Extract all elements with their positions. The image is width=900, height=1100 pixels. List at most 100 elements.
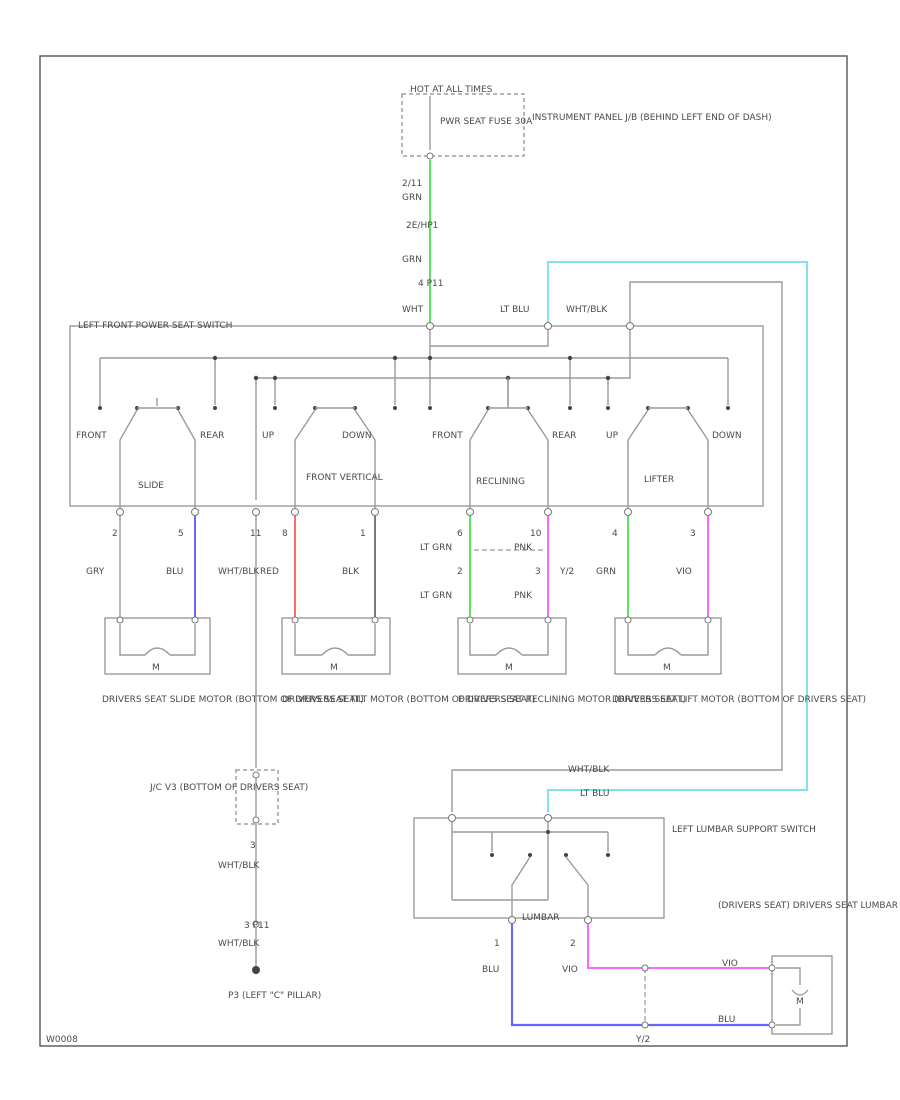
lifter-right-dir: DOWN	[712, 431, 742, 441]
slide-motor: M DRIVERS SEAT SLIDE MOTOR (BOTTOM OF DR…	[102, 616, 364, 705]
diagram-border	[39, 55, 848, 1047]
reclining-motor-symbol: M	[505, 663, 513, 673]
lift-motor-symbol: M	[663, 663, 671, 673]
junction-label: J/C V3 (BOTTOM OF DRIVERS SEAT)	[149, 783, 308, 793]
slide-switch-section: FRONT REAR SLIDE	[76, 398, 224, 510]
front-vertical-name: FRONT VERTICAL	[306, 473, 383, 483]
tilt-pin-2: 1	[360, 529, 366, 539]
ground-color-2: WHT/BLK	[218, 939, 260, 949]
reclining-motor: M DRIVERS SEAT RECLINING MOTOR (DRIVERS …	[457, 616, 686, 705]
lumbar-top-label-2: LT BLU	[580, 789, 609, 799]
front-vertical-left-dir: UP	[262, 431, 275, 441]
ground-pin: 3	[250, 841, 256, 851]
lifter-switch-section: UP DOWN LIFTER	[606, 406, 742, 510]
reclining-left-dir: FRONT	[432, 431, 463, 441]
slide-left-dir: FRONT	[76, 431, 107, 441]
lift-pin-2: 3	[690, 529, 696, 539]
slide-pin-2: 5	[178, 529, 184, 539]
front-vertical-switch-section: UP DOWN FRONT VERTICAL	[262, 406, 397, 510]
feed-pin-bottom: 4 P11	[418, 279, 443, 289]
lift-pin-1: 4	[612, 529, 618, 539]
tilt-motor: M DRIVERS SEAT TILT MOTOR (BOTTOM OF DRI…	[281, 616, 535, 705]
ground-point-label: P3 (LEFT "C" PILLAR)	[228, 991, 321, 1001]
slide-right-dir: REAR	[200, 431, 224, 441]
rec-pin-bottom-1: 2	[457, 567, 463, 577]
lumbar-switch-box	[413, 817, 665, 919]
lumbar-center-label: LUMBAR	[522, 913, 560, 923]
reclining-name: RECLINING	[476, 477, 525, 487]
tilt-color-2: BLK	[342, 567, 360, 577]
fuse-hot-label: HOT AT ALL TIMES	[410, 85, 493, 95]
main-input-label-3: WHT/BLK	[566, 305, 608, 315]
lumbar-switch: WHT/BLK LT BLU LEFT LUMBAR SUPPORT SWITC…	[413, 765, 816, 924]
feed-color-bottom: GRN	[402, 255, 422, 265]
rec-connector: Y/2	[559, 567, 574, 577]
lumbar-motor-box	[771, 955, 833, 1035]
fuse-location-label: INSTRUMENT PANEL J/B (BEHIND LEFT END OF…	[532, 113, 772, 123]
lt-blu-wire	[547, 261, 808, 812]
slide-name: SLIDE	[138, 481, 164, 491]
lifter-name: LIFTER	[644, 475, 674, 485]
front-vertical-right-dir: DOWN	[342, 431, 372, 441]
ground-color-1: WHT/BLK	[218, 861, 260, 871]
lumbar-blu-wire	[510, 924, 772, 1027]
tilt-motor-label: DRIVERS SEAT TILT MOTOR (BOTTOM OF DRIVE…	[282, 695, 535, 705]
lifter-left-dir: UP	[606, 431, 619, 441]
fuse-terminal	[426, 152, 434, 160]
ground-wire-color: WHT/BLK	[218, 567, 260, 577]
ground-wire-pin: 11	[250, 529, 261, 539]
fuse-block: HOT AT ALL TIMES PWR SEAT FUSE 30A INSTR…	[401, 85, 772, 160]
main-switch-box	[69, 325, 764, 507]
power-feed: 2/11 GRN 2E/HP1 GRN 4 P11 WHT	[402, 160, 443, 322]
seat-motors: M DRIVERS SEAT SLIDE MOTOR (BOTTOM OF DR…	[102, 616, 866, 705]
lumbar-out-color-1: BLU	[482, 965, 499, 975]
rec-pin-bottom-2: 3	[535, 567, 541, 577]
lumbar-vio-wire	[587, 924, 772, 969]
reclining-motor-label: DRIVERS SEAT RECLINING MOTOR (DRIVERS SE…	[458, 695, 686, 705]
slide-motor-label: DRIVERS SEAT SLIDE MOTOR (BOTTOM OF DRIV…	[102, 695, 364, 705]
fuse-dashed-outline	[401, 93, 525, 157]
slide-motor-symbol: M	[152, 663, 160, 673]
motor-wires: 2 GRY 5 BLU 8 RED 1 BLK 6 LT GRN 2 LT GR…	[86, 516, 709, 618]
lift-motor: M DRIVERS SEAT LIFT MOTOR (BOTTOM OF DRI…	[612, 616, 866, 705]
rec-color-bottom-2: PNK	[514, 591, 533, 601]
main-seat-switch: LEFT FRONT POWER SEAT SWITCH	[69, 321, 764, 516]
slide-pin-1: 2	[112, 529, 118, 539]
lift-color-1: GRN	[596, 567, 616, 577]
diagram-code: W0008	[46, 1035, 78, 1045]
lumbar-motor-wire-1: VIO	[722, 959, 738, 969]
lumbar-pin-2: 2	[570, 939, 576, 949]
junction-outline	[235, 769, 279, 825]
tilt-motor-symbol: M	[330, 663, 338, 673]
rec-color-bottom-1: LT GRN	[420, 591, 452, 601]
lift-motor-label: DRIVERS SEAT LIFT MOTOR (BOTTOM OF DRIVE…	[612, 695, 866, 705]
reclining-right-dir: REAR	[552, 431, 576, 441]
lift-color-2: VIO	[676, 567, 692, 577]
reclining-switch-section: FRONT REAR RECLINING	[428, 378, 576, 510]
rec-color-top-2: PNK	[514, 543, 533, 553]
lumbar-motor: (DRIVERS SEAT) DRIVERS SEAT LUMBAR SUPPO…	[718, 901, 900, 1035]
main-input-label-2: LT BLU	[500, 305, 529, 315]
lumbar-top-label-1: WHT/BLK	[568, 765, 610, 775]
main-switch-title: LEFT FRONT POWER SEAT SWITCH	[78, 321, 232, 331]
wht-blk-wire	[451, 281, 783, 812]
slide-color-2: BLU	[166, 567, 183, 577]
ground-point-symbol	[252, 966, 260, 974]
lumbar-pin-1: 1	[494, 939, 500, 949]
slide-color-1: GRY	[86, 567, 105, 577]
ground-connector: 3 P11	[244, 921, 269, 931]
main-input-label-1: WHT	[402, 305, 424, 315]
lumbar-motor-symbol: M	[796, 997, 804, 1007]
lumbar-motor-title: (DRIVERS SEAT) DRIVERS SEAT LUMBAR SUPPO…	[718, 901, 900, 911]
fuse-name-label: PWR SEAT FUSE 30A	[440, 117, 533, 127]
ground-path: 11 WHT/BLK J/C V3 (BOTTOM OF DRIVERS SEA…	[149, 516, 321, 1001]
feed-color-top: GRN	[402, 193, 422, 203]
feed-pin-top: 2/11	[402, 179, 422, 189]
rec-pin-top-1: 6	[457, 529, 463, 539]
footer-connector: Y/2	[635, 1035, 650, 1045]
lumbar-switch-title: LEFT LUMBAR SUPPORT SWITCH	[672, 825, 816, 835]
tilt-pin-1: 8	[282, 529, 288, 539]
lumbar-motor-wire-2: BLU	[718, 1015, 735, 1025]
feed-connector-label: 2E/HP1	[406, 221, 438, 231]
